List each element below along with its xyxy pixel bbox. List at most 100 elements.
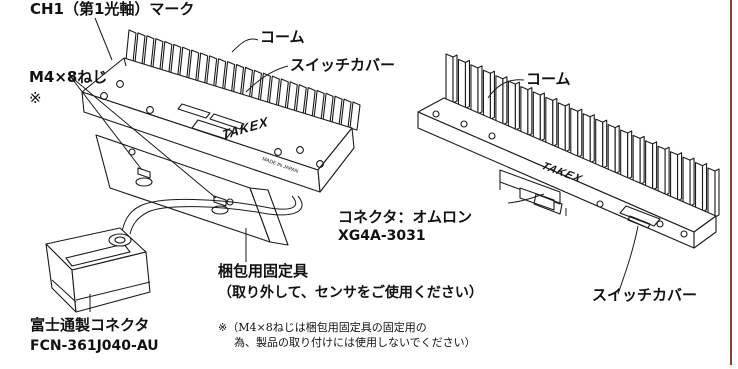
- mount-hole: [316, 160, 324, 168]
- screw-note-line-1: ※（M4×8ねじは梱包用固定具の固定用の: [218, 321, 427, 334]
- comb-fin: [545, 96, 554, 147]
- omron-connector-label: コネクタ：オムロン: [338, 208, 472, 226]
- comb-fin: [322, 92, 334, 123]
- left-cable: [121, 195, 303, 235]
- comb-fin: [457, 58, 467, 109]
- comb-fin: [445, 53, 454, 104]
- comb-fin: [557, 102, 566, 153]
- comb-label-right: コーム: [526, 70, 571, 88]
- comb-fin: [277, 78, 289, 109]
- comb-fin-side: [514, 81, 520, 131]
- comb-fin: [482, 69, 491, 120]
- comb-fin-side: [701, 163, 708, 213]
- comb-fin: [295, 84, 307, 115]
- mount-hole: [116, 80, 124, 88]
- comb-fin: [224, 61, 236, 93]
- comb-fin: [179, 46, 191, 79]
- comb-fin: [268, 75, 280, 107]
- mount-hole: [296, 146, 304, 154]
- comb-fin: [215, 58, 227, 90]
- left-sensor-body: [81, 57, 355, 193]
- comb-fin: [670, 151, 679, 202]
- comb-fin: [349, 101, 361, 131]
- mount-hole: [460, 120, 468, 128]
- comb-fin-side: [677, 152, 683, 202]
- comb-fin: [313, 89, 325, 120]
- screw-label: M4×8ねじ: [29, 68, 108, 86]
- comb-fin: [134, 32, 146, 66]
- fujitsu-connector: [45, 227, 151, 313]
- mount-hole: [432, 110, 440, 118]
- comb-fin: [143, 35, 155, 68]
- mount-hole: [100, 92, 108, 100]
- comb-fin-side: [614, 125, 620, 175]
- comb-fin: [595, 118, 604, 169]
- comb-label-left: コーム: [260, 28, 305, 46]
- comb-fin: [304, 87, 316, 117]
- packing-fixture-sublabel: （取り外して、センサをご使用ください）: [218, 285, 483, 301]
- comb-fin-side: [489, 70, 495, 120]
- comb-fin: [707, 167, 716, 218]
- omron-connector: [499, 169, 567, 216]
- comb-fin: [232, 64, 245, 96]
- comb-fin: [197, 52, 209, 85]
- comb-fin: [331, 95, 343, 126]
- comb-fin: [470, 64, 479, 115]
- screw-note-line-2: 為、製品の取り付けには使用しないでください）: [234, 336, 476, 349]
- comb-fin-side: [639, 135, 645, 185]
- comb-fin: [582, 113, 591, 164]
- right-comb: [445, 53, 720, 218]
- comb-fin: [241, 66, 254, 98]
- comb-fin-side: [602, 119, 608, 169]
- left-comb: [125, 29, 361, 131]
- switch-cover-label-top: スイッチカバー: [290, 56, 396, 74]
- comb-fin-side: [627, 130, 633, 180]
- comb-fin: [495, 75, 504, 126]
- left-packing-fixture: [95, 134, 289, 246]
- comb-fin: [286, 81, 298, 112]
- mount-hole: [146, 106, 154, 114]
- comb-fin-side: [527, 87, 533, 137]
- comb-fin-side: [589, 114, 595, 164]
- screw-mark: ※: [29, 89, 42, 107]
- comb-fin-side: [552, 97, 558, 147]
- comb-fin-side: [464, 59, 471, 109]
- leader-lines: [69, 17, 639, 312]
- comb-fin-side: [652, 141, 658, 191]
- comb-fin: [520, 86, 529, 137]
- comb-fin: [188, 49, 200, 82]
- comb-fin: [532, 91, 541, 142]
- comb-fin: [694, 162, 704, 213]
- comb-fin: [570, 107, 579, 158]
- ch1-mark-label: CH1（第1光軸）マーク: [30, 0, 195, 18]
- mount-hole: [274, 148, 282, 156]
- packing-fixture-label: 梱包用固定具: [218, 262, 309, 280]
- comb-fin: [607, 124, 616, 175]
- mount-hole: [596, 200, 604, 208]
- comb-fin: [161, 40, 173, 74]
- comb-fin: [152, 38, 164, 71]
- fujitsu-connector-label: 富士通製コネクタ: [30, 316, 150, 334]
- comb-fin-side: [452, 54, 458, 104]
- comb-fin: [620, 129, 629, 180]
- right-sensor-body: [417, 97, 717, 249]
- comb-fin: [340, 98, 352, 128]
- mount-hole: [656, 220, 664, 228]
- comb-fin: [632, 134, 641, 185]
- omron-connector-part-number: XG4A-3031: [338, 228, 426, 244]
- comb-fin: [206, 55, 218, 88]
- comb-fin-side: [564, 103, 570, 153]
- comb-fin: [657, 145, 666, 196]
- comb-fin-side: [539, 92, 545, 142]
- comb-fin: [170, 43, 182, 77]
- comb-fin-side: [502, 76, 508, 126]
- mount-hole: [488, 132, 496, 140]
- switch-cover-label-bottom: スイッチカバー: [592, 286, 698, 304]
- comb-fin: [645, 140, 654, 191]
- comb-fin-side: [577, 108, 583, 158]
- comb-fin: [682, 156, 691, 207]
- comb-fin-side: [477, 65, 483, 115]
- comb-fin-side: [689, 157, 695, 207]
